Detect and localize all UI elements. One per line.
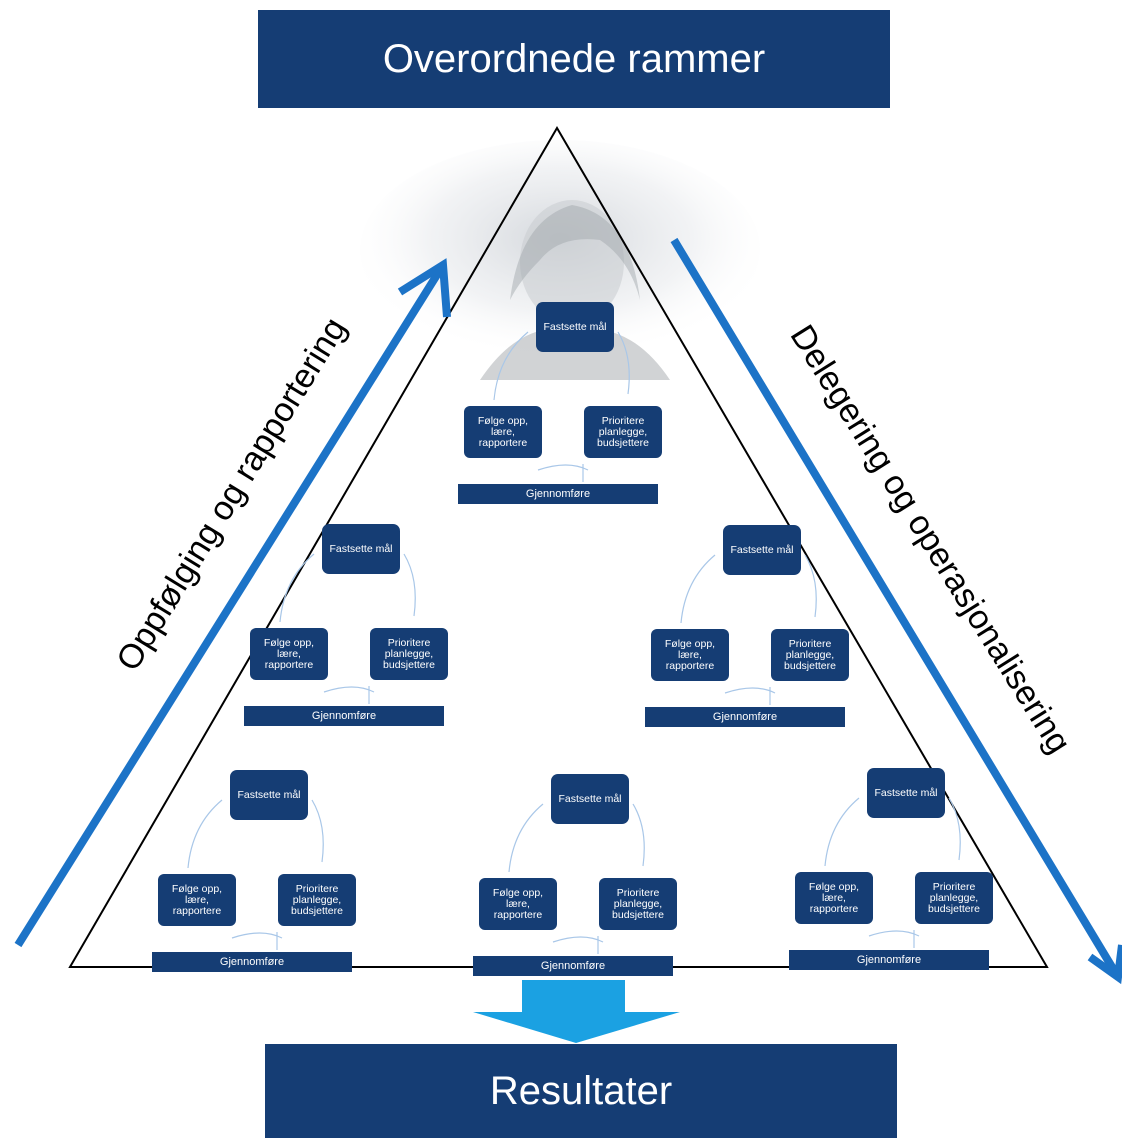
left-up-arrow	[14, 258, 451, 948]
follow-up-box: Følge opp, lære, rapportere	[795, 872, 873, 924]
execute-bar: Gjennomføre	[789, 950, 989, 970]
footer-banner: Resultater	[265, 1044, 897, 1138]
cycle-bottom-left: Fastsette mål Følge opp, lære, rapporter…	[152, 770, 392, 982]
prioritize-box: Prioritere planlegge, budsjettere	[370, 628, 448, 680]
set-goals-box: Fastsette mål	[551, 774, 629, 824]
follow-up-box: Følge opp, lære, rapportere	[158, 874, 236, 926]
right-down-arrow	[670, 237, 1122, 985]
prioritize-box: Prioritere planlegge, budsjettere	[771, 629, 849, 681]
footer-title: Resultater	[489, 1068, 673, 1113]
prioritize-box: Prioritere planlegge, budsjettere	[599, 878, 677, 930]
execute-bar: Gjennomføre	[244, 706, 444, 726]
execute-bar: Gjennomføre	[473, 956, 673, 976]
execute-bar: Gjennomføre	[645, 707, 845, 727]
cycle-bottom-center: Fastsette mål Følge opp, lære, rapporter…	[473, 774, 713, 986]
follow-up-box: Følge opp, lære, rapportere	[250, 628, 328, 680]
execute-bar: Gjennomføre	[152, 952, 352, 972]
follow-up-box: Følge opp, lære, rapportere	[464, 406, 542, 458]
set-goals-box: Fastsette mål	[536, 302, 614, 352]
follow-up-box: Følge opp, lære, rapportere	[479, 878, 557, 930]
prioritize-box: Prioritere planlegge, budsjettere	[584, 406, 662, 458]
prioritize-box: Prioritere planlegge, budsjettere	[915, 872, 993, 924]
cycle-middle-left: Fastsette mål Følge opp, lære, rapporter…	[244, 524, 484, 736]
prioritize-box: Prioritere planlegge, budsjettere	[278, 874, 356, 926]
set-goals-box: Fastsette mål	[867, 768, 945, 818]
cycle-middle-right: Fastsette mål Følge opp, lære, rapporter…	[645, 525, 885, 737]
header-banner: Overordnede rammer	[258, 10, 890, 108]
set-goals-box: Fastsette mål	[230, 770, 308, 820]
execute-bar: Gjennomføre	[458, 484, 658, 504]
header-title: Overordnede rammer	[382, 36, 766, 81]
result-down-arrow	[473, 980, 680, 1043]
cycle-bottom-right: Fastsette mål Følge opp, lære, rapporter…	[789, 768, 1029, 980]
set-goals-box: Fastsette mål	[322, 524, 400, 574]
cycle-top: Fastsette mål Følge opp, lære, rapporter…	[458, 302, 698, 514]
set-goals-box: Fastsette mål	[723, 525, 801, 575]
follow-up-box: Følge opp, lære, rapportere	[651, 629, 729, 681]
